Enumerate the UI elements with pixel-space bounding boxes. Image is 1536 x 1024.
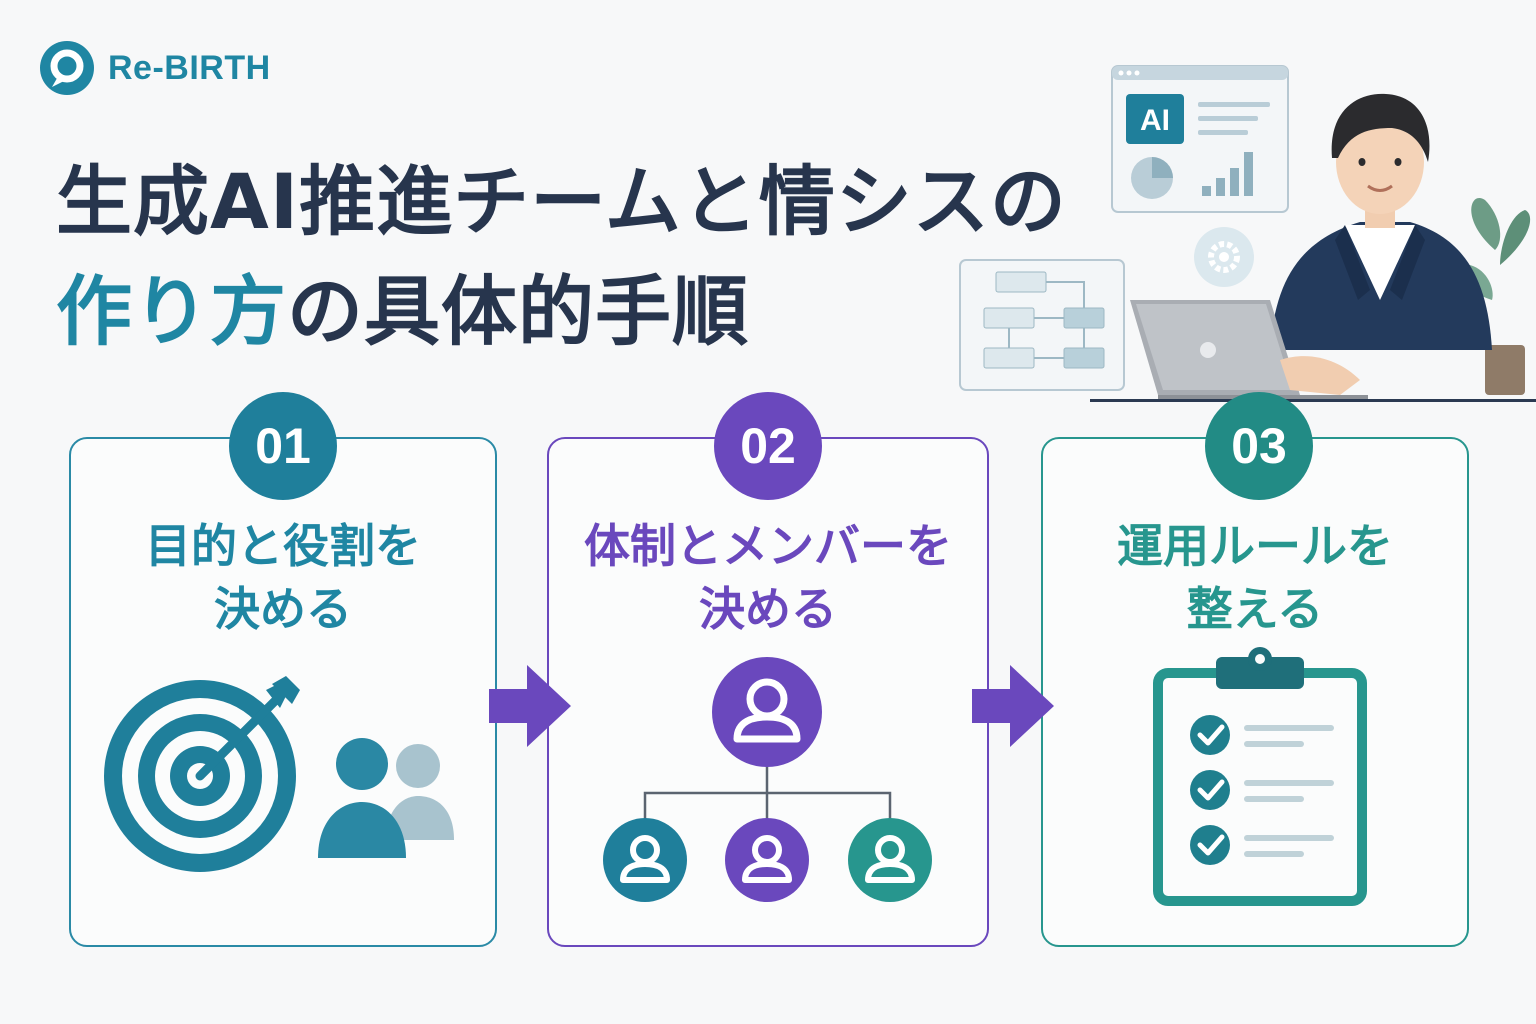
step-number-badge-3: 03 xyxy=(1205,392,1313,500)
member-avatar-icon xyxy=(725,818,809,902)
check-icon xyxy=(1190,825,1230,865)
page-title-line2: 作り方の具体的手順 xyxy=(56,250,749,360)
brand-name: Re-BIRTH xyxy=(108,48,271,87)
step-1-title-line2: 決める xyxy=(214,582,352,636)
people-icon xyxy=(318,738,454,858)
screen-ai-badge: AI xyxy=(1140,104,1170,137)
leader-avatar-icon xyxy=(712,657,822,767)
step-2-title-line1: 体制とメンバーを xyxy=(584,519,952,573)
step-2-title-line2: 決める xyxy=(699,582,837,636)
step-number-badge-1: 01 xyxy=(229,392,337,500)
step-number-badge-2: 02 xyxy=(714,392,822,500)
brand-logo: Re-BIRTH xyxy=(38,36,271,100)
arrow-right-icon xyxy=(489,665,571,747)
flowchart-panel-icon xyxy=(959,259,1125,391)
checklist-icon xyxy=(1153,647,1367,906)
check-icon xyxy=(1190,770,1230,810)
gear-icon xyxy=(1194,227,1254,287)
hero-illustration: AI xyxy=(959,65,1536,402)
member-avatar-icon xyxy=(848,818,932,902)
person-illustration xyxy=(1270,93,1492,350)
target-people-icon xyxy=(104,676,454,872)
target-icon xyxy=(104,676,300,872)
org-chart-icon xyxy=(603,657,932,902)
step-1-title-line1: 目的と役割を xyxy=(145,519,421,573)
brand-mark-icon xyxy=(40,41,94,95)
member-avatar-icon xyxy=(603,818,687,902)
check-icon xyxy=(1190,715,1230,755)
arrow-right-icon xyxy=(972,665,1054,747)
step-3-title-line2: 整える xyxy=(1186,582,1324,636)
page-title-line1: 生成AI推進チームと情シスの xyxy=(56,157,1067,246)
page-title-rest: の具体的手順 xyxy=(287,267,749,356)
page-title-accent: 作り方 xyxy=(56,267,287,356)
dashboard-window-icon: AI xyxy=(1111,65,1289,213)
step-3-title-line1: 運用ルールを xyxy=(1117,519,1393,573)
